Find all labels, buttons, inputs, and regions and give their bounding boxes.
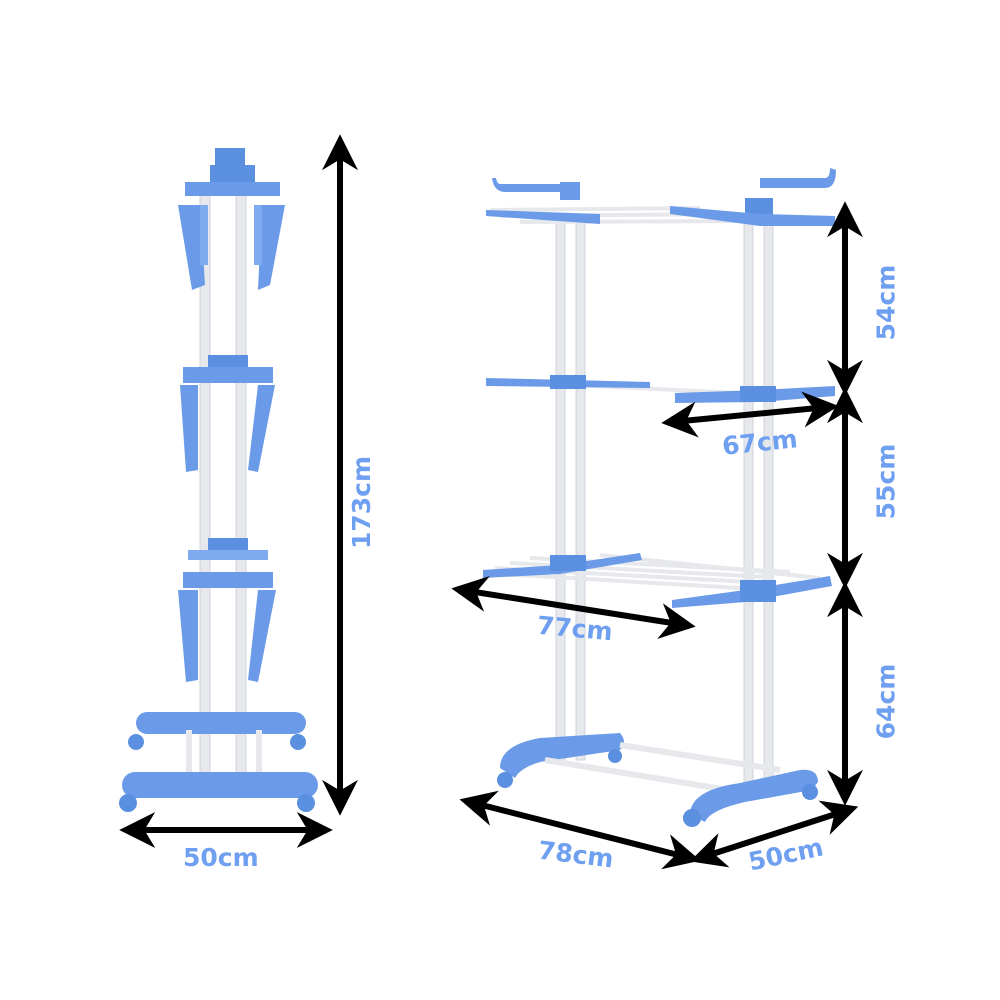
base-depth-arrow xyxy=(689,800,859,868)
bottom-tier-height-label: 64cm xyxy=(871,663,901,740)
total-height-label: 173cm xyxy=(347,455,377,550)
top-tier-height-label: 54cm xyxy=(871,264,901,341)
side-depth-label: 50cm xyxy=(183,843,259,872)
bottom-shelf-width-arrow xyxy=(451,576,696,639)
side-view-rack xyxy=(119,148,318,812)
mid-wing-width-arrow xyxy=(661,391,839,438)
base-length-arrow xyxy=(459,790,701,870)
mid-tier-height-label: 55cm xyxy=(871,443,901,520)
perspective-view-rack xyxy=(483,168,836,827)
